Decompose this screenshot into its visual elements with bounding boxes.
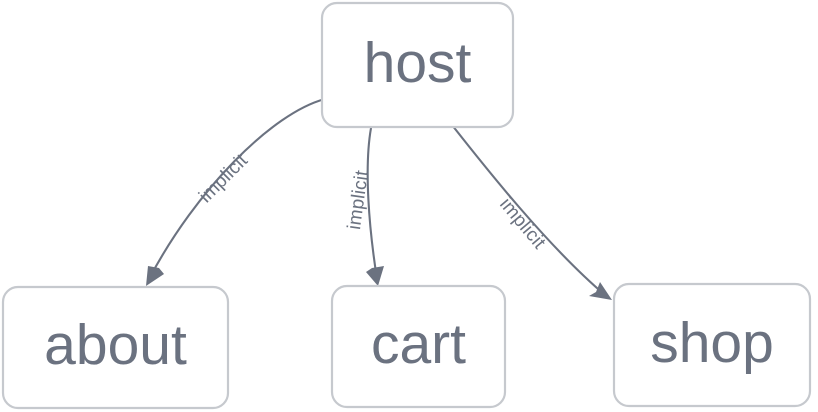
node-cart[interactable]: cart — [330, 284, 507, 409]
node-about[interactable]: about — [1, 285, 230, 410]
edge-path-host-cart — [366, 126, 379, 281]
node-host[interactable]: host — [320, 1, 515, 129]
arrowhead-host-about — [146, 266, 164, 286]
node-label-cart: cart — [371, 312, 466, 376]
edge-host-shop[interactable]: implicit — [450, 123, 612, 300]
node-label-host: host — [364, 31, 472, 95]
node-box-shop — [612, 282, 812, 408]
arrowhead-host-cart — [366, 266, 384, 286]
node-label-about: about — [44, 313, 187, 377]
edge-host-about[interactable]: implicit — [146, 97, 327, 286]
node-label-shop: shop — [650, 311, 774, 375]
arrowhead-host-shop — [589, 282, 612, 300]
edge-path-host-about — [147, 97, 327, 281]
edge-path-host-shop — [450, 123, 607, 297]
node-box-cart — [330, 284, 507, 409]
node-box-host — [320, 1, 515, 129]
node-box-about — [1, 285, 230, 410]
edge-label-host-about: implicit — [195, 150, 252, 207]
node-shop[interactable]: shop — [612, 282, 812, 408]
edge-host-cart[interactable]: implicit — [344, 126, 384, 286]
edge-label-host-shop: implicit — [495, 194, 550, 254]
